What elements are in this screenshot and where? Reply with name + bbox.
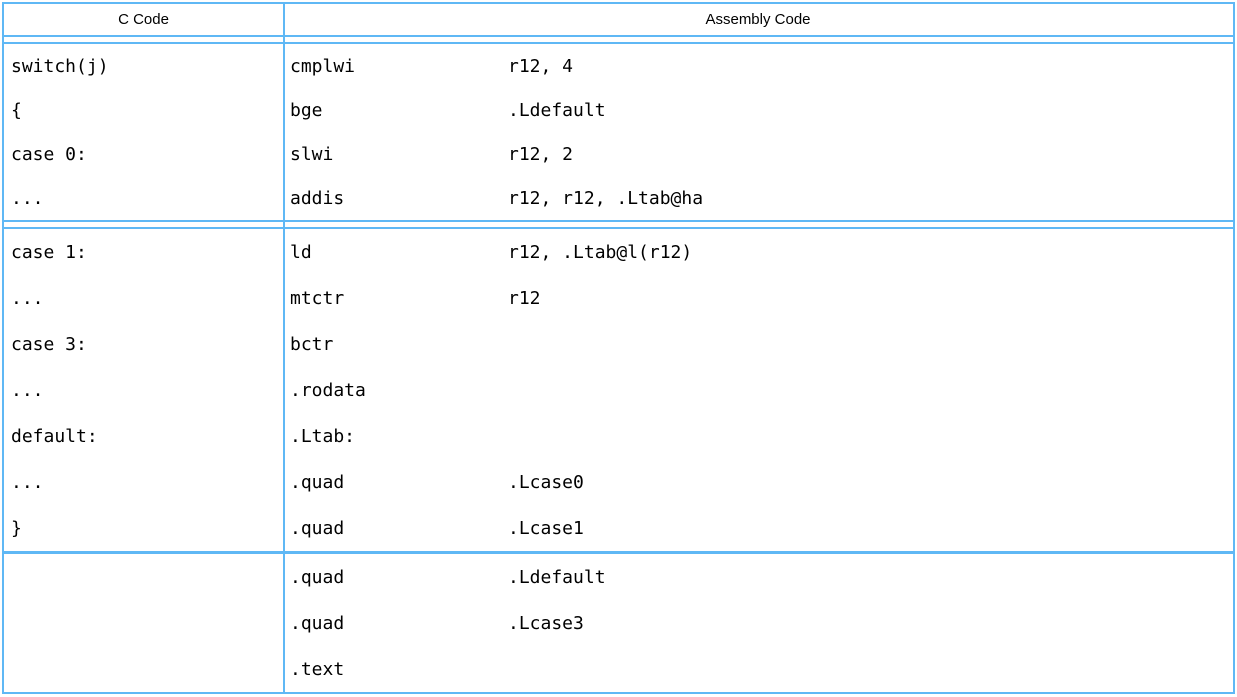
assembly-mnemonic: mtctr	[290, 288, 508, 309]
assembly-code-cell: .Ltab:	[283, 426, 1233, 447]
assembly-operands	[508, 659, 1233, 680]
table-row: case 3: bctr	[4, 321, 1233, 367]
table-row: }.quad.Lcase1	[4, 505, 1233, 551]
assembly-code-cell: .quad.Lcase0	[283, 472, 1233, 493]
table-section: case 1:ldr12, .Ltab@l(r12)...mtctrr12cas…	[4, 229, 1233, 551]
assembly-code-cell: addisr12, r12, .Ltab@ha	[283, 188, 1233, 209]
table-section: switch(j)cmplwir12, 4{bge.Ldefaultcase 0…	[4, 44, 1233, 220]
assembly-mnemonic: addis	[290, 188, 508, 209]
assembly-mnemonic: .quad	[290, 567, 508, 588]
assembly-mnemonic: bctr	[290, 334, 508, 355]
assembly-operands: r12	[508, 288, 1233, 309]
assembly-mnemonic: bge	[290, 100, 508, 121]
assembly-code-cell: bctr	[283, 334, 1233, 355]
table-row: case 0:slwir12, 2	[4, 132, 1233, 176]
table-row: default: .Ltab:	[4, 413, 1233, 459]
assembly-mnemonic: .quad	[290, 518, 508, 539]
assembly-mnemonic: .quad	[290, 472, 508, 493]
assembly-mnemonic: ld	[290, 242, 508, 263]
assembly-mnemonic: .text	[290, 659, 508, 680]
table-header-row: C Code Assembly Code	[4, 4, 1233, 35]
assembly-code-cell: .quad.Lcase1	[283, 518, 1233, 539]
assembly-code-cell: .quad.Ldefault	[283, 567, 1233, 588]
assembly-operands: r12, 4	[508, 56, 1233, 77]
assembly-code-cell: .rodata	[283, 380, 1233, 401]
c-code-cell: case 0:	[4, 144, 283, 165]
header-cell-c-code: C Code	[4, 4, 283, 35]
table-row: switch(j)cmplwir12, 4	[4, 44, 1233, 88]
assembly-operands: r12, .Ltab@l(r12)	[508, 242, 1233, 263]
c-code-cell: ...	[4, 288, 283, 309]
assembly-operands	[508, 380, 1233, 401]
assembly-operands: .Lcase0	[508, 472, 1233, 493]
table-row: .quad.Ldefault	[4, 554, 1233, 600]
assembly-operands: .Ldefault	[508, 567, 1233, 588]
assembly-operands: r12, 2	[508, 144, 1233, 165]
header-cell-assembly-code: Assembly Code	[283, 4, 1233, 35]
assembly-operands: .Ldefault	[508, 100, 1233, 121]
assembly-code-cell: ldr12, .Ltab@l(r12)	[283, 242, 1233, 263]
table-row: .quad.Lcase3	[4, 600, 1233, 646]
assembly-operands: .Lcase3	[508, 613, 1233, 634]
assembly-mnemonic: .Ltab:	[290, 426, 508, 447]
assembly-code-cell: slwir12, 2	[283, 144, 1233, 165]
table-row: ...mtctrr12	[4, 275, 1233, 321]
table-row: {bge.Ldefault	[4, 88, 1233, 132]
table-row: ...addisr12, r12, .Ltab@ha	[4, 176, 1233, 220]
assembly-code-cell: mtctrr12	[283, 288, 1233, 309]
assembly-code-cell: .quad.Lcase3	[283, 613, 1233, 634]
table-row: .text	[4, 646, 1233, 692]
column-divider-rule	[283, 4, 285, 692]
assembly-operands	[508, 334, 1233, 355]
assembly-code-cell: cmplwir12, 4	[283, 56, 1233, 77]
assembly-operands: r12, r12, .Ltab@ha	[508, 188, 1233, 209]
assembly-code-cell: bge.Ldefault	[283, 100, 1233, 121]
assembly-operands: .Lcase1	[508, 518, 1233, 539]
assembly-mnemonic: cmplwi	[290, 56, 508, 77]
table-row: case 1:ldr12, .Ltab@l(r12)	[4, 229, 1233, 275]
header-separator-double-rule	[4, 35, 1233, 44]
c-code-cell: {	[4, 100, 283, 121]
assembly-mnemonic: .quad	[290, 613, 508, 634]
c-code-cell: switch(j)	[4, 56, 283, 77]
section-separator-double-rule	[4, 220, 1233, 229]
table-row: ... .rodata	[4, 367, 1233, 413]
c-code-cell: case 1:	[4, 242, 283, 263]
c-code-cell: }	[4, 518, 283, 539]
assembly-mnemonic: slwi	[290, 144, 508, 165]
c-code-cell: ...	[4, 380, 283, 401]
assembly-operands	[508, 426, 1233, 447]
c-code-cell: default:	[4, 426, 283, 447]
c-code-cell: case 3:	[4, 334, 283, 355]
table-section: .quad.Ldefault.quad.Lcase3.text	[4, 554, 1233, 692]
c-code-cell: ...	[4, 472, 283, 493]
table-row: ....quad.Lcase0	[4, 459, 1233, 505]
assembly-code-cell: .text	[283, 659, 1233, 680]
c-code-cell: ...	[4, 188, 283, 209]
assembly-mnemonic: .rodata	[290, 380, 508, 401]
